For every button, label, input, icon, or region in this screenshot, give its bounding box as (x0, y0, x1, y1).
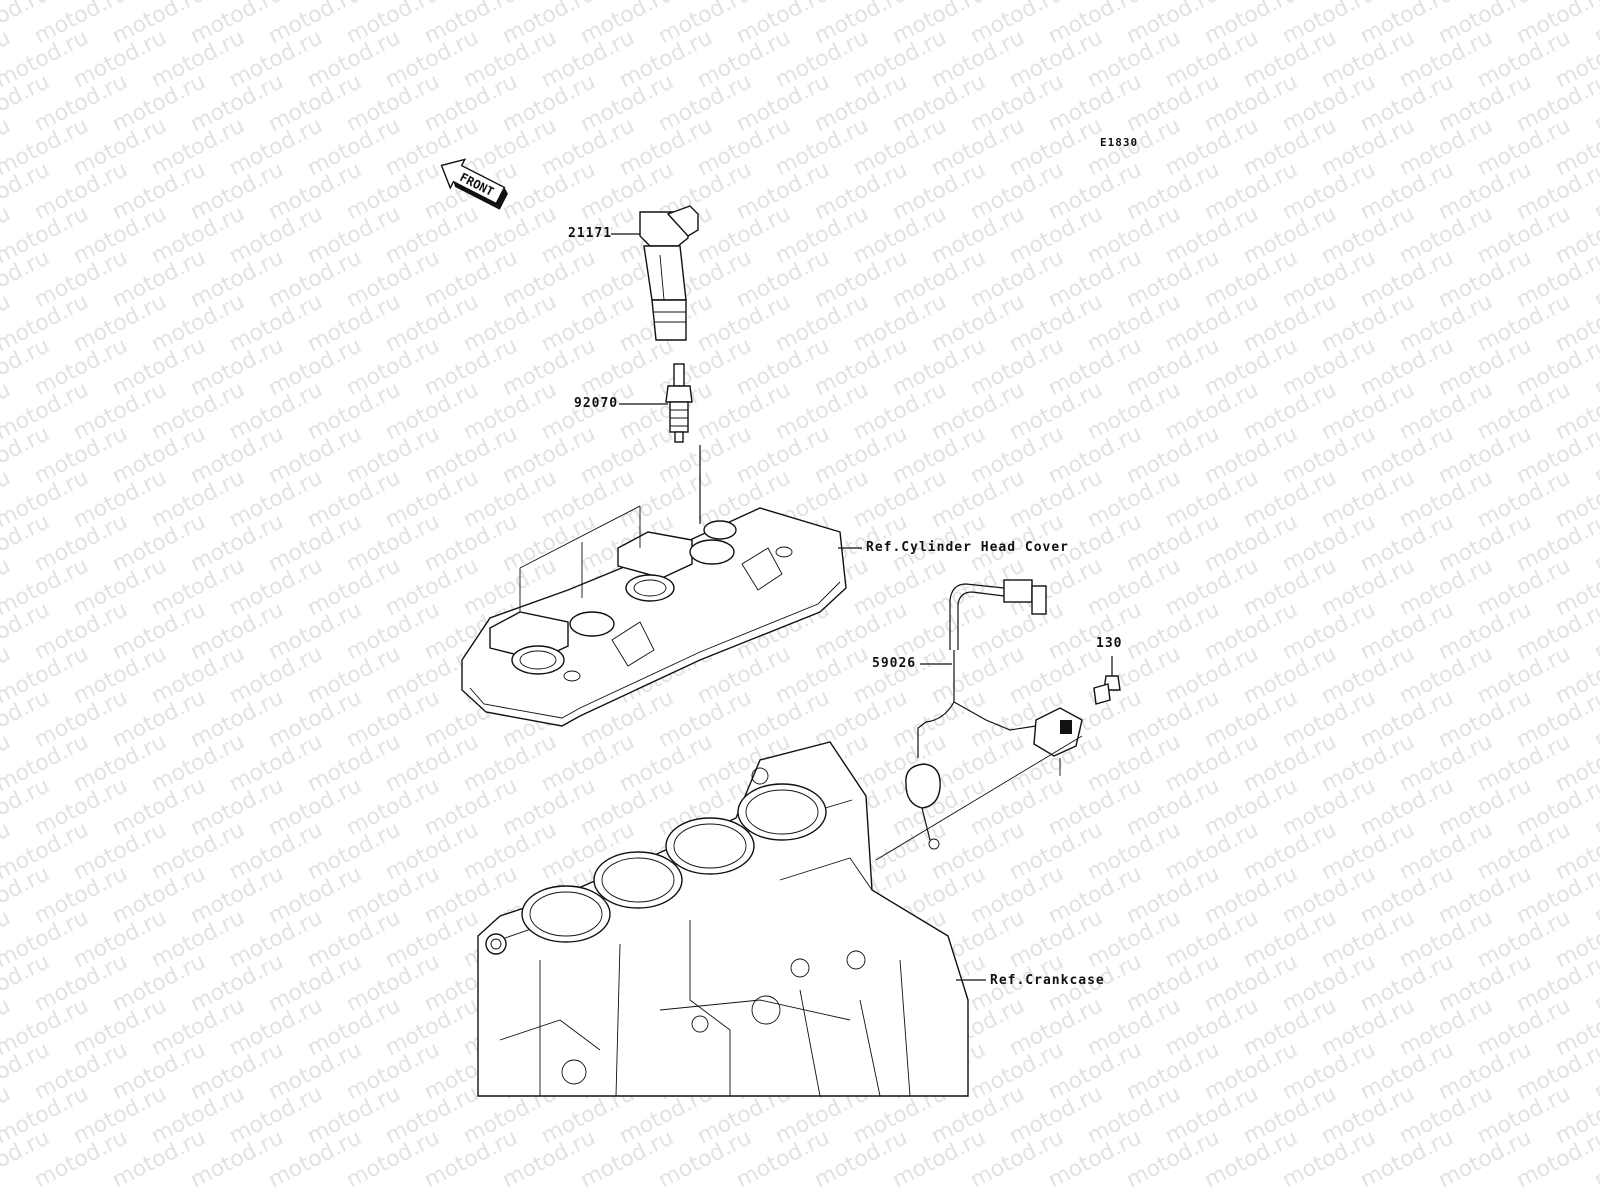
sensor-harness[interactable] (905, 579, 1083, 850)
diagram-code: E1830 (1100, 136, 1139, 149)
callout-sensor-harness[interactable]: 59026 (872, 656, 917, 671)
watermark-text: motod.ru (1590, 0, 1600, 49)
crankcase (477, 741, 969, 1097)
ignition-coil[interactable] (639, 205, 699, 341)
cylinder-head-cover (461, 505, 847, 727)
callout-spark-plug[interactable]: 92070 (574, 396, 619, 411)
bolt[interactable] (1093, 675, 1121, 705)
spark-plug[interactable] (665, 363, 693, 443)
callout-bolt[interactable]: 130 (1096, 636, 1123, 651)
ref-crankcase[interactable]: Ref.Crankcase (990, 973, 1105, 988)
ref-cylinder-head-cover[interactable]: Ref.Cylinder Head Cover (866, 540, 1070, 555)
callout-ignition-coil[interactable]: 21171 (568, 226, 613, 241)
